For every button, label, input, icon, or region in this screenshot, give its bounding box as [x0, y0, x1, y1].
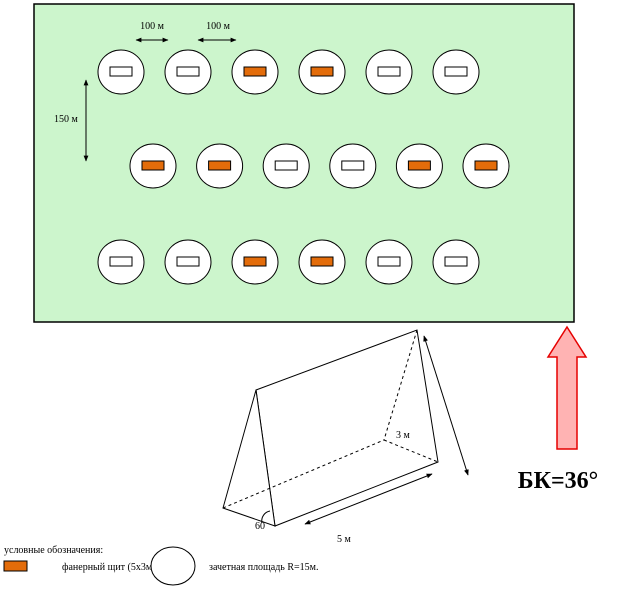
target [298, 239, 346, 285]
plywood-shield-white [377, 66, 401, 77]
target [97, 239, 145, 285]
shield-length-arrow [304, 473, 433, 525]
spacing-label-2: 100 м [206, 21, 231, 32]
shield-hidden-edge-1 [383, 329, 418, 441]
plywood-shield-white [176, 66, 200, 77]
target [262, 143, 310, 189]
bearing-label: БК=36° [518, 468, 599, 494]
plywood-shield-white [377, 256, 401, 267]
plywood-shield-orange [474, 160, 498, 171]
target [97, 49, 145, 95]
legend-shield-swatch [3, 560, 28, 572]
target [462, 143, 510, 189]
bearing-arrow-icon [546, 325, 588, 450]
target [395, 143, 443, 189]
plywood-shield-white [444, 256, 468, 267]
target [432, 239, 480, 285]
plywood-shield-orange [310, 66, 334, 77]
target [231, 49, 279, 95]
plywood-shield-white [176, 256, 200, 267]
legend-area-circle [150, 546, 196, 586]
target [365, 239, 413, 285]
legend-title: условные обозначения: [4, 545, 103, 556]
target [329, 143, 377, 189]
target [432, 49, 480, 95]
target [129, 143, 177, 189]
shield-hidden-edge-3 [222, 439, 385, 509]
plywood-shield-orange [141, 160, 165, 171]
plywood-shield-drawing [222, 329, 469, 527]
angle-arc [261, 510, 271, 524]
shield-height-arrow [423, 335, 469, 476]
plywood-shield-white [109, 66, 133, 77]
plywood-shield-orange [208, 160, 232, 171]
row-spacing-label: 150 м [54, 114, 79, 125]
plywood-shield-orange [243, 256, 267, 267]
plywood-shield-orange [243, 66, 267, 77]
target [164, 239, 212, 285]
plywood-shield-orange [310, 256, 334, 267]
plywood-shield-white [444, 66, 468, 77]
target [164, 49, 212, 95]
plywood-shield-orange [407, 160, 431, 171]
targets-group [97, 49, 510, 285]
shield-height-label: 3 м [396, 430, 411, 441]
spacing-label-1: 100 м [140, 21, 165, 32]
target [298, 49, 346, 95]
legend-shield-label: фанерный щит (5х3м.) [62, 562, 158, 573]
legend-area-label: зачетная площадь R=15м. [209, 562, 318, 573]
shield-length-label: 5 м [337, 534, 352, 545]
plywood-shield-white [341, 160, 365, 171]
plywood-shield-white [274, 160, 298, 171]
target [231, 239, 279, 285]
target [196, 143, 244, 189]
target [365, 49, 413, 95]
shield-angle-label: 60 [255, 521, 265, 532]
shield-front-face [255, 329, 439, 527]
plywood-shield-white [109, 256, 133, 267]
